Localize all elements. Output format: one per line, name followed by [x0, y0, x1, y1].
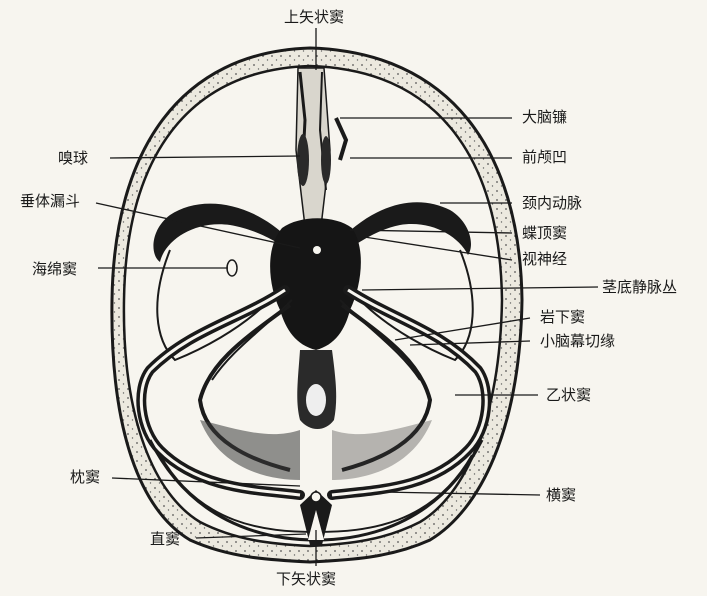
label-basilar-plexus: 茎底静脉丛 [602, 278, 677, 296]
label-olfactory-bulb: 嗅球 [58, 149, 88, 167]
label-anterior-cranial-fossa: 前颅凹 [522, 148, 567, 166]
label-superior-sagittal-sinus: 上矢状窦 [284, 8, 344, 26]
label-sphenoparietal-sinus: 蝶顶窦 [522, 224, 567, 242]
label-internal-carotid: 颈内动脉 [522, 194, 582, 212]
label-inferior-sagittal-sinus: 下矢状窦 [276, 570, 336, 588]
label-straight-sinus: 直窦 [150, 530, 180, 548]
label-occipital-sinus: 枕窦 [70, 468, 100, 486]
label-optic-nerve: 视神经 [522, 250, 567, 268]
label-tentorial-notch: 小脑幕切缘 [540, 332, 615, 350]
label-inferior-petrosal-sinus: 岩下窦 [540, 308, 585, 326]
label-pituitary-infundibulum: 垂体漏斗 [20, 192, 80, 210]
label-falx-cerebri: 大脑镰 [522, 108, 567, 126]
label-sigmoid-sinus: 乙状窦 [546, 386, 591, 404]
olfactory-bulb-shape [297, 134, 309, 186]
label-transverse-sinus: 横窦 [546, 486, 576, 504]
label-cavernous-sinus: 海绵窦 [32, 260, 77, 278]
